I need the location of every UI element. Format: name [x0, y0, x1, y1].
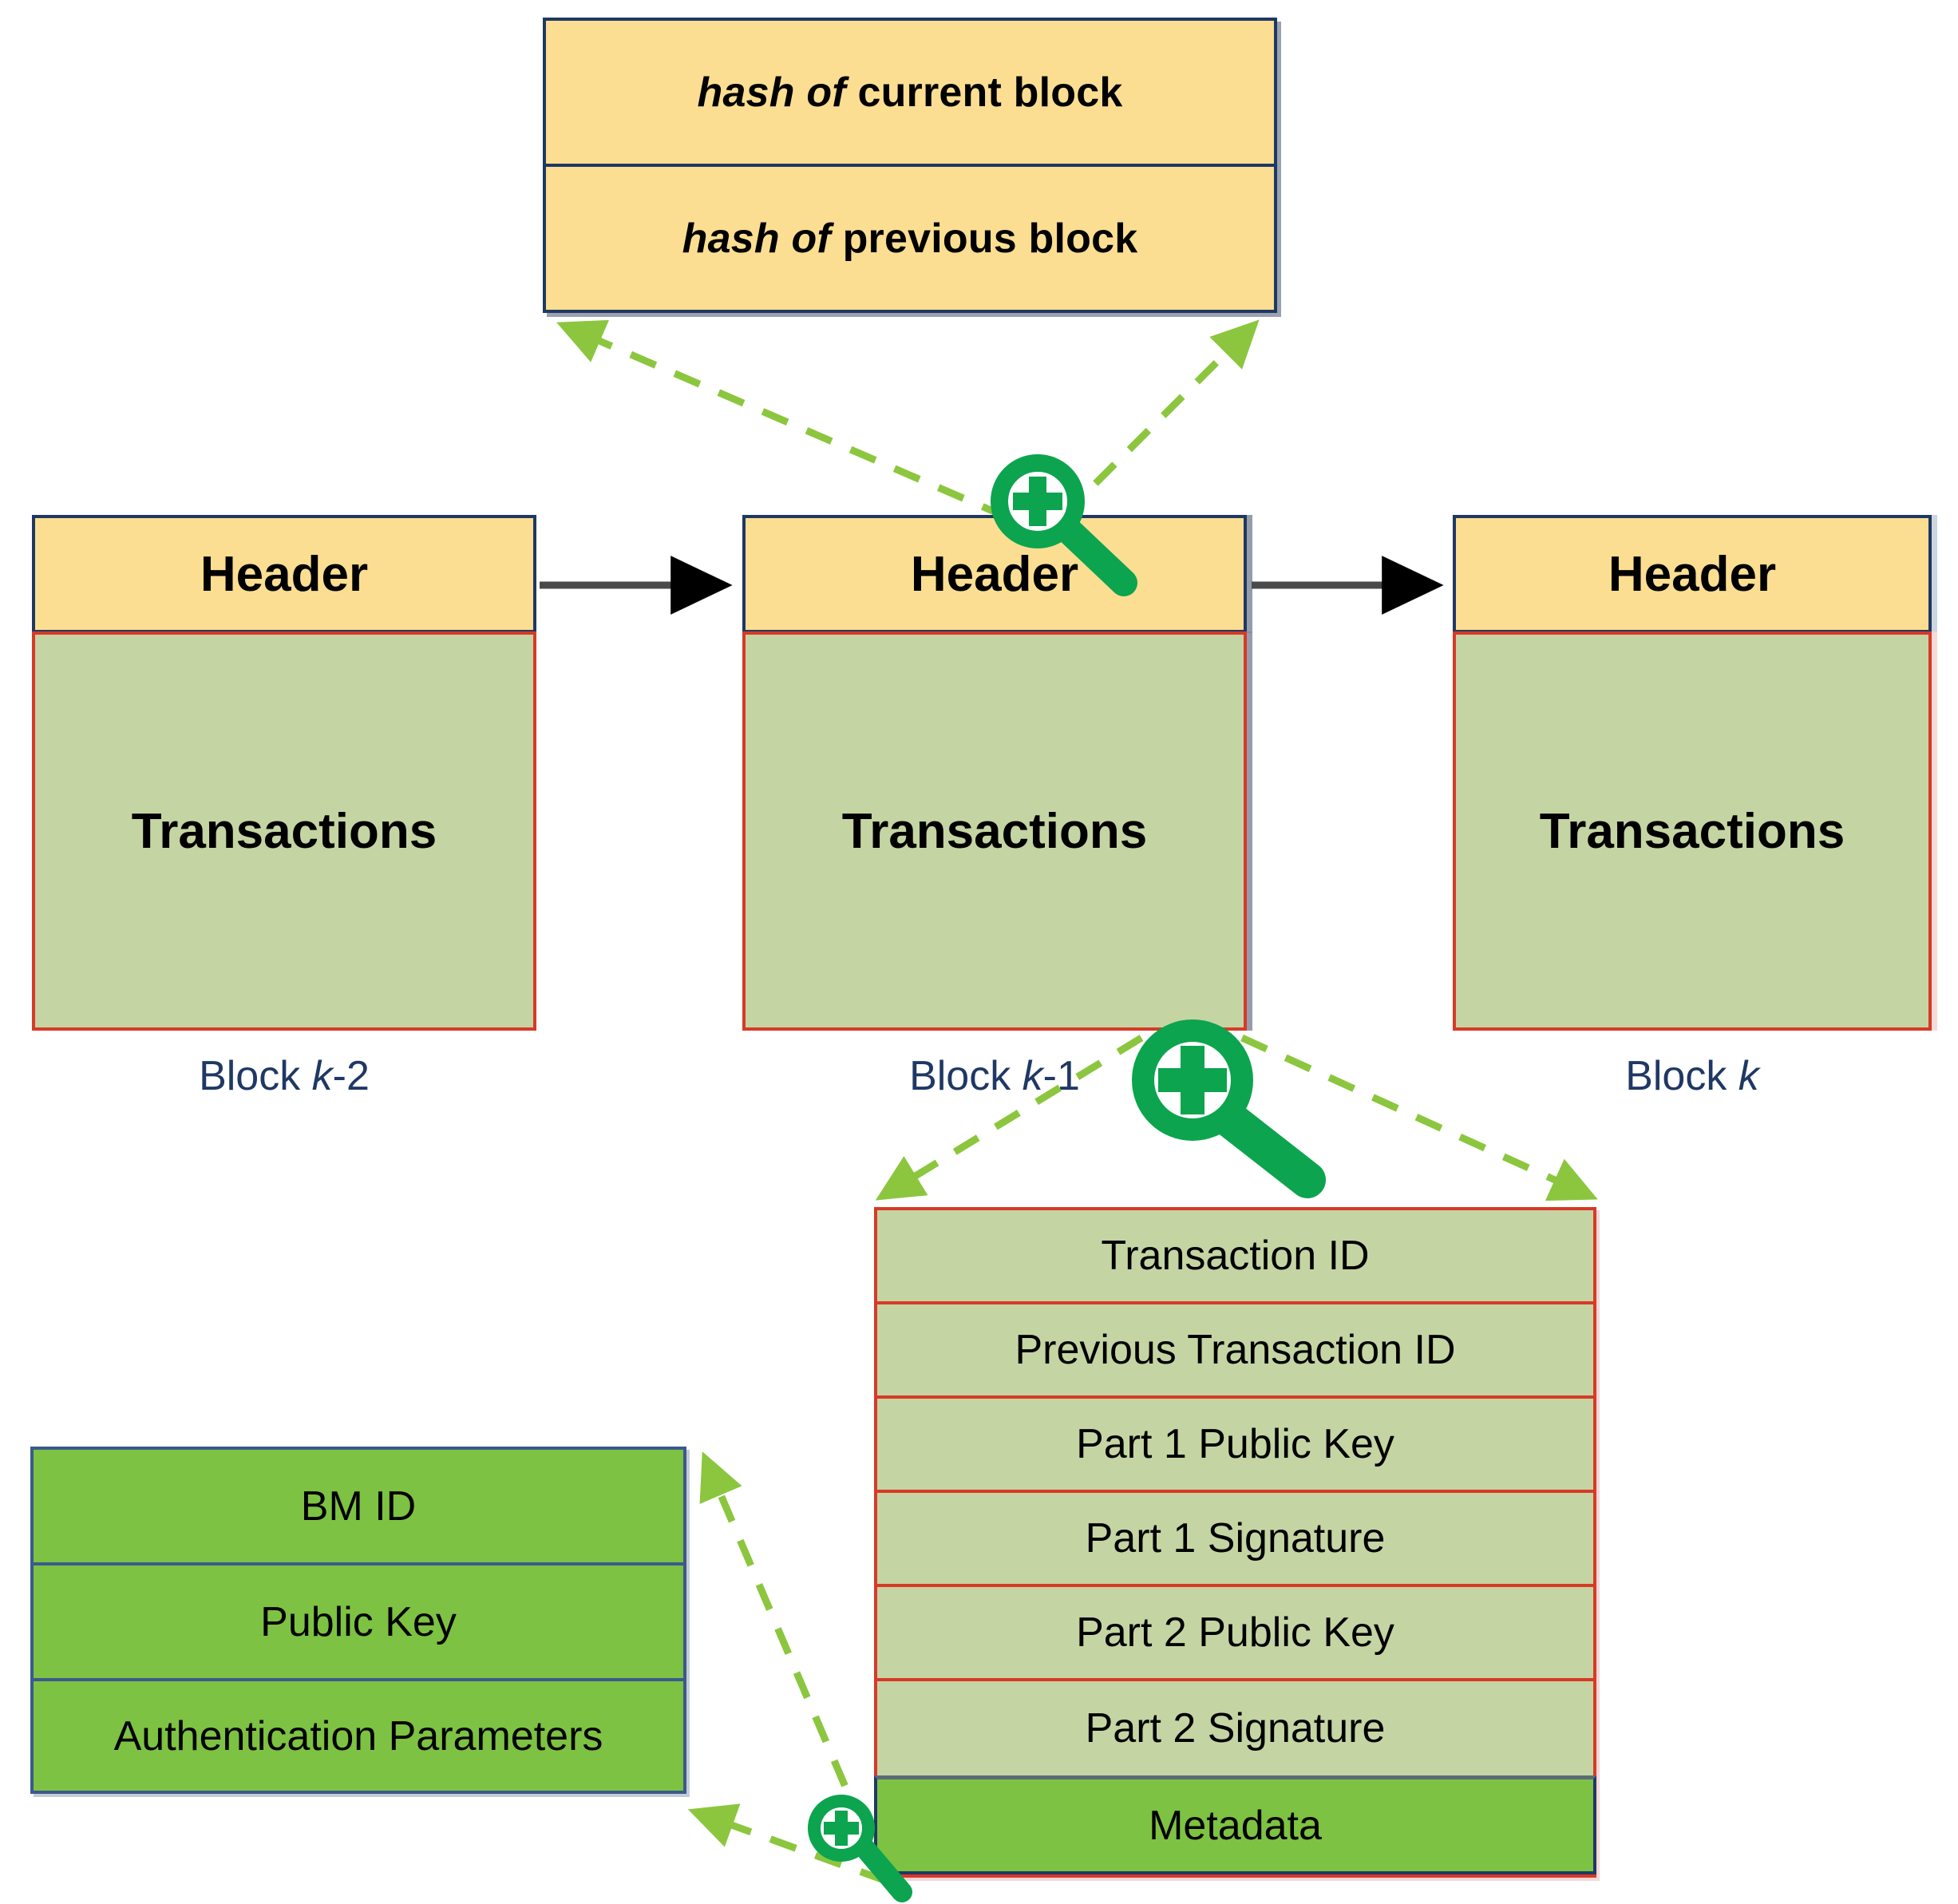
hash-detail-box: hash of current block hash of previous b… — [543, 18, 1277, 313]
metadata-row-auth-params: Authentication Parameters — [34, 1681, 683, 1791]
hash-row-previous: hash of previous block — [546, 167, 1274, 310]
block-3-caption: Block k — [1453, 1052, 1932, 1100]
hash-previous-rest: previous block — [830, 215, 1138, 262]
block-3-transactions: Transactions — [1453, 631, 1932, 1031]
block-3-header-label: Header — [1608, 546, 1777, 602]
zoom-link-header-right — [1058, 319, 1260, 521]
transaction-row-2: Part 1 Public Key — [877, 1399, 1593, 1493]
transaction-row-4: Part 2 Public Key — [877, 1587, 1593, 1681]
metadata-row-auth-params-label: Authentication Parameters — [113, 1712, 603, 1760]
block-2-header: Header — [742, 515, 1247, 633]
block-2-transactions-label: Transactions — [841, 803, 1148, 859]
metadata-row-public-key: Public Key — [34, 1566, 683, 1681]
block-1-header: Header — [32, 515, 536, 633]
zoom-link-metadata-left — [687, 1803, 888, 1885]
hash-current-rest: current block — [845, 69, 1123, 116]
transaction-row-2-label: Part 1 Public Key — [1076, 1421, 1394, 1467]
block-1-caption-suffix: -2 — [332, 1053, 370, 1099]
transaction-row-3-label: Part 1 Signature — [1085, 1515, 1386, 1562]
hash-row-current: hash of current block — [546, 21, 1274, 167]
transaction-row-3: Part 1 Signature — [877, 1493, 1593, 1587]
transaction-row-metadata: Metadata — [874, 1775, 1596, 1874]
block-2-transactions: Transactions — [742, 631, 1247, 1031]
block-2-header-label: Header — [910, 546, 1079, 602]
block-1-caption: Block k-2 — [32, 1052, 536, 1100]
block-3-header: Header — [1453, 515, 1932, 633]
metadata-detail-box: BM ID Public Key Authentication Paramete… — [30, 1447, 686, 1794]
hash-previous-emphasis: hash of — [682, 215, 831, 262]
metadata-row-bm-id: BM ID — [34, 1450, 683, 1566]
block-1-caption-prefix: Block — [199, 1053, 312, 1099]
block-2-caption: Block k-1 — [742, 1052, 1247, 1100]
block-3-caption-prefix: Block — [1625, 1053, 1738, 1099]
block-3-transactions-label: Transactions — [1539, 803, 1845, 859]
transaction-row-4-label: Part 2 Public Key — [1076, 1609, 1394, 1656]
transaction-row-0-label: Transaction ID — [1101, 1233, 1370, 1279]
block-3-caption-var: k — [1738, 1053, 1759, 1099]
transaction-row-5: Part 2 Signature — [877, 1681, 1593, 1775]
block-2-caption-suffix: -1 — [1042, 1053, 1080, 1099]
transaction-row-5-label: Part 2 Signature — [1085, 1705, 1386, 1752]
zoom-link-header-left — [556, 319, 1009, 521]
transaction-row-1-label: Previous Transaction ID — [1015, 1327, 1456, 1373]
metadata-row-public-key-label: Public Key — [260, 1598, 457, 1645]
block-1-header-label: Header — [200, 546, 369, 602]
zoom-link-metadata-up — [699, 1451, 868, 1831]
transaction-row-1: Previous Transaction ID — [877, 1304, 1593, 1399]
transaction-detail-box: Transaction ID Previous Transaction ID P… — [874, 1207, 1596, 1878]
hash-current-text: hash of current block — [698, 69, 1123, 117]
transaction-row-0: Transaction ID — [877, 1210, 1593, 1304]
transaction-row-metadata-label: Metadata — [1149, 1802, 1322, 1849]
block-2-caption-prefix: Block — [909, 1053, 1023, 1099]
block-1-transactions: Transactions — [32, 631, 536, 1031]
block-1-caption-var: k — [311, 1053, 333, 1099]
metadata-row-bm-id-label: BM ID — [300, 1482, 417, 1530]
hash-previous-text: hash of previous block — [682, 215, 1138, 263]
hash-current-emphasis: hash of — [697, 69, 846, 116]
block-2-caption-var: k — [1022, 1053, 1043, 1099]
block-1-transactions-label: Transactions — [131, 803, 437, 859]
